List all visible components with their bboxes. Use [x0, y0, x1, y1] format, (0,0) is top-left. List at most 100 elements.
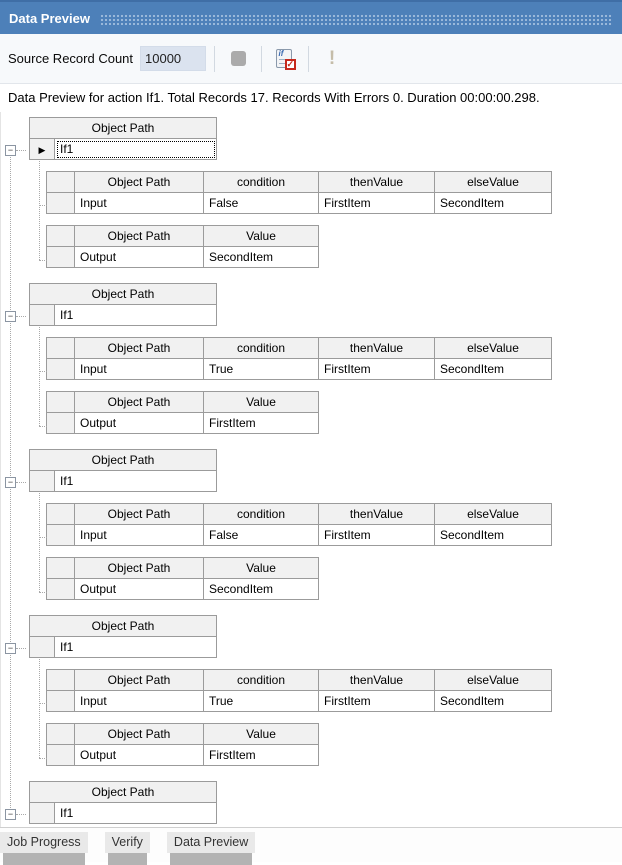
warnings-button[interactable]: ! — [317, 44, 347, 74]
row-selector-cell[interactable] — [46, 578, 75, 600]
column-header-value[interactable]: Value — [203, 391, 319, 413]
corner-header-cell — [46, 723, 75, 745]
input-grid: Object Path condition thenValue elseValu… — [46, 337, 552, 380]
column-header-elsevalue[interactable]: elseValue — [434, 171, 552, 193]
row-selector-cell[interactable] — [29, 304, 55, 326]
output-grid: Object Path Value Output FirstItem — [46, 391, 319, 434]
record-block-5: − Object Path If1 — [1, 781, 622, 827]
corner-header-cell — [46, 557, 75, 579]
column-header-object-path[interactable]: Object Path — [28, 781, 218, 803]
column-header-value[interactable]: Value — [203, 557, 319, 579]
node-cell-if1[interactable]: If1 — [53, 470, 218, 492]
column-header-condition[interactable]: condition — [203, 337, 319, 359]
row-selector-cell[interactable] — [46, 524, 75, 546]
tab-job-progress[interactable]: Job Progress — [0, 832, 88, 865]
column-header-object-path[interactable]: Object Path — [28, 449, 218, 471]
table-row: Input False FirstItem SecondItem — [46, 192, 552, 214]
column-header-object-path[interactable]: Object Path — [74, 337, 204, 359]
column-header-thenvalue[interactable]: thenValue — [318, 503, 435, 525]
table-row: Output SecondItem — [46, 246, 319, 268]
column-header-thenvalue[interactable]: thenValue — [318, 171, 435, 193]
collapse-expander-icon[interactable]: − — [5, 477, 16, 488]
node-cell-if1[interactable]: If1 — [53, 802, 218, 824]
current-row-arrow-icon: ▶ — [38, 145, 46, 155]
row-selector-cell[interactable] — [46, 192, 75, 214]
row-selector-cell[interactable] — [46, 744, 75, 766]
column-header-thenvalue[interactable]: thenValue — [318, 669, 435, 691]
column-header-object-path[interactable]: Object Path — [74, 171, 204, 193]
row-selector-cell[interactable] — [29, 802, 55, 824]
table-row: Output SecondItem — [46, 578, 319, 600]
column-header-value[interactable]: Value — [203, 723, 319, 745]
column-header-object-path[interactable]: Object Path — [28, 117, 218, 139]
stop-icon — [230, 51, 246, 66]
warning-icon: ! — [328, 48, 336, 69]
collapse-expander-icon[interactable]: − — [5, 311, 16, 322]
bottom-tabstrip: Job Progress Verify Data Preview — [0, 827, 622, 865]
corner-header-cell — [46, 337, 75, 359]
row-selector-cell[interactable]: ▶ — [29, 138, 55, 160]
column-header-object-path[interactable]: Object Path — [74, 669, 204, 691]
outer-grid: Object Path If1 — [28, 449, 218, 492]
column-header-condition[interactable]: condition — [203, 669, 319, 691]
tab-verify[interactable]: Verify — [104, 832, 150, 865]
column-header-elsevalue[interactable]: elseValue — [434, 503, 552, 525]
column-header-elsevalue[interactable]: elseValue — [434, 669, 552, 691]
column-header-object-path[interactable]: Object Path — [74, 723, 204, 745]
output-grid: Object Path Value Output SecondItem — [46, 225, 319, 268]
table-row: Output FirstItem — [46, 412, 319, 434]
column-header-object-path[interactable]: Object Path — [28, 615, 218, 637]
corner-header-cell — [46, 391, 75, 413]
toolbar-separator — [261, 45, 263, 72]
column-header-object-path[interactable]: Object Path — [74, 225, 204, 247]
record-block-4: − Object Path If1 Object Path condition … — [1, 615, 622, 781]
row-selector-cell[interactable] — [46, 246, 75, 268]
row-selector-cell[interactable] — [29, 636, 55, 658]
table-row: Input True FirstItem SecondItem — [46, 358, 552, 380]
table-row: Input True FirstItem SecondItem — [46, 690, 552, 712]
column-header-condition[interactable]: condition — [203, 503, 319, 525]
red-check-icon: ✓ — [284, 59, 296, 70]
node-cell-if1[interactable]: If1 — [53, 636, 218, 658]
output-grid: Object Path Value Output SecondItem — [46, 557, 319, 600]
toolbar-separator — [308, 45, 310, 72]
row-selector-cell[interactable] — [46, 412, 75, 434]
outer-grid: Object Path ▶ If1 — [28, 117, 218, 160]
corner-header-cell — [46, 503, 75, 525]
source-record-count-input[interactable] — [140, 46, 207, 71]
node-cell-if1[interactable]: If1 — [53, 304, 218, 326]
collapse-expander-icon[interactable]: − — [5, 809, 16, 820]
data-preview-tree: − Object Path ▶ If1 Object Path conditio… — [0, 112, 622, 827]
stop-button[interactable] — [223, 44, 253, 74]
column-header-object-path[interactable]: Object Path — [28, 283, 218, 305]
output-grid: Object Path Value Output FirstItem — [46, 723, 319, 766]
corner-header-cell — [46, 669, 75, 691]
row-selector-cell[interactable] — [46, 690, 75, 712]
record-block-1: − Object Path ▶ If1 Object Path conditio… — [1, 112, 622, 283]
record-block-2: − Object Path If1 Object Path condition … — [1, 283, 622, 449]
input-grid: Object Path condition thenValue elseValu… — [46, 669, 552, 712]
input-grid: Object Path condition thenValue elseValu… — [46, 171, 552, 214]
row-selector-cell[interactable] — [29, 470, 55, 492]
corner-header-cell — [46, 225, 75, 247]
toolbar: Source Record Count if ✓ ! — [0, 34, 622, 84]
toolbar-separator — [214, 45, 216, 72]
verify-data-button[interactable]: if ✓ — [270, 44, 300, 74]
column-header-condition[interactable]: condition — [203, 171, 319, 193]
collapse-expander-icon[interactable]: − — [5, 145, 16, 156]
node-cell-if1[interactable]: If1 — [53, 138, 218, 160]
column-header-object-path[interactable]: Object Path — [74, 391, 204, 413]
collapse-expander-icon[interactable]: − — [5, 643, 16, 654]
outer-grid: Object Path If1 — [28, 781, 218, 824]
column-header-object-path[interactable]: Object Path — [74, 557, 204, 579]
column-header-value[interactable]: Value — [203, 225, 319, 247]
input-grid: Object Path condition thenValue elseValu… — [46, 503, 552, 546]
column-header-thenvalue[interactable]: thenValue — [318, 337, 435, 359]
corner-header-cell — [46, 171, 75, 193]
row-selector-cell[interactable] — [46, 358, 75, 380]
table-row: Input False FirstItem SecondItem — [46, 524, 552, 546]
table-row: Output FirstItem — [46, 744, 319, 766]
column-header-elsevalue[interactable]: elseValue — [434, 337, 552, 359]
column-header-object-path[interactable]: Object Path — [74, 503, 204, 525]
tab-data-preview[interactable]: Data Preview — [166, 832, 256, 865]
